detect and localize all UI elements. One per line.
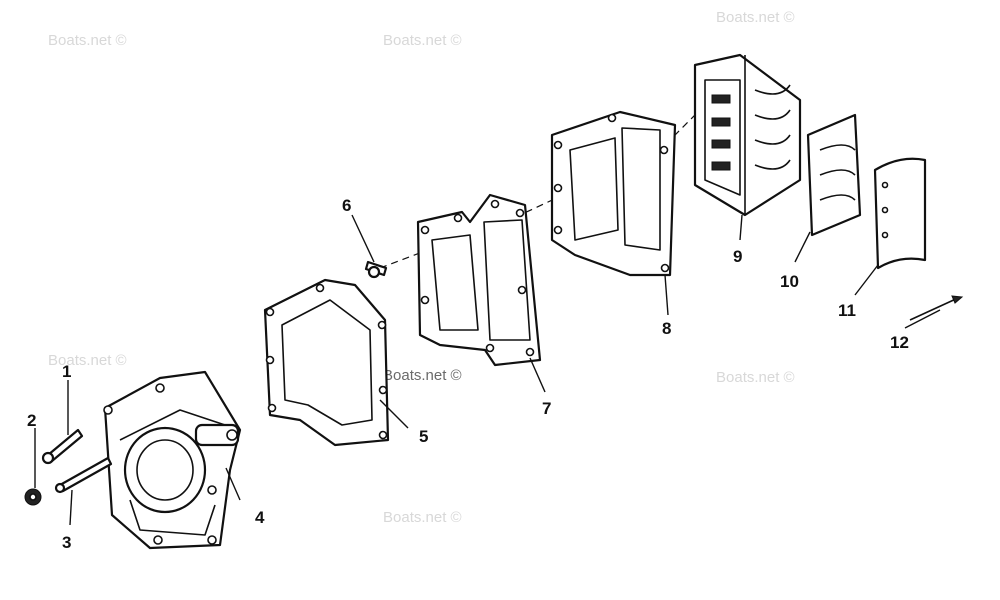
leader-line	[904, 309, 941, 329]
watermark: Boats.net ©	[383, 32, 462, 49]
watermark: Boats.net ©	[48, 352, 127, 369]
leader-line	[529, 357, 546, 393]
nut	[24, 488, 42, 506]
leader-line	[739, 214, 743, 241]
screw-small	[364, 260, 388, 279]
watermark: Boats.net ©	[48, 32, 127, 49]
watermark: Boats.net ©	[383, 367, 462, 384]
watermark: Boats.net ©	[716, 9, 795, 26]
watermark: Boats.net ©	[716, 369, 795, 386]
callout-10: 10	[780, 272, 799, 291]
reed-plate	[416, 193, 542, 367]
callout-12: 12	[890, 333, 909, 352]
gasket-front	[263, 278, 390, 447]
callout-6: 6	[342, 196, 351, 215]
reed-block	[693, 53, 802, 217]
leader-line	[351, 214, 375, 263]
callout-5: 5	[419, 427, 428, 446]
gasket-rear	[550, 110, 677, 277]
callout-9: 9	[733, 247, 742, 266]
reed-petals	[806, 113, 862, 237]
screw-tiny	[909, 295, 964, 321]
leader-line	[379, 399, 409, 429]
leader-line	[69, 489, 73, 526]
callout-7: 7	[542, 399, 551, 418]
callout-1: 1	[62, 362, 71, 381]
leader-line	[225, 467, 241, 501]
leader-line	[854, 264, 879, 296]
reed-stop	[873, 157, 927, 270]
callout-8: 8	[662, 319, 671, 338]
callout-11: 11	[838, 301, 856, 320]
screw-long	[54, 456, 113, 494]
callout-4: 4	[255, 508, 265, 527]
leader-line	[794, 231, 811, 263]
leader-line	[664, 274, 669, 316]
callout-2: 2	[27, 411, 36, 430]
callout-3: 3	[62, 533, 71, 552]
screw-short	[41, 428, 84, 465]
adaptor-housing	[103, 370, 242, 550]
watermark: Boats.net ©	[383, 509, 462, 526]
